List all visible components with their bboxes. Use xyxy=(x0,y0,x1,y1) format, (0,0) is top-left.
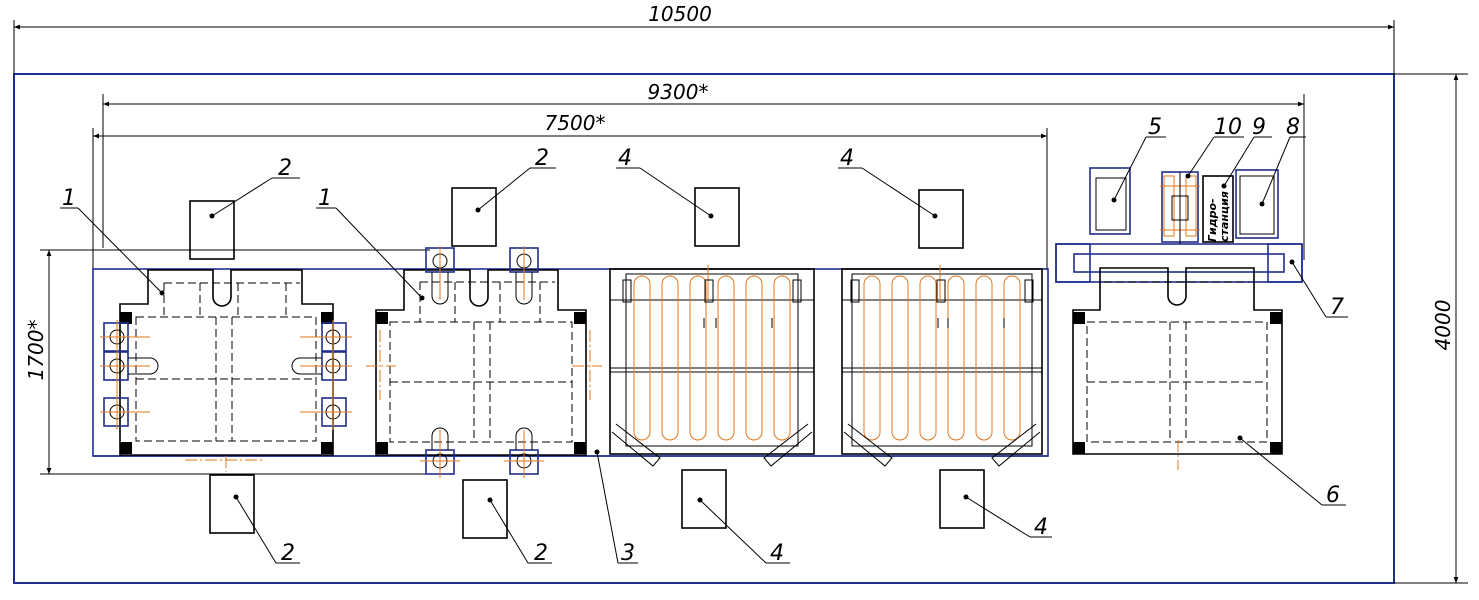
callout-labels: 2 2 4 4 1 1 2 2 3 4 4 5 10 9 8 7 6 xyxy=(62,115,1344,566)
unit-1-right xyxy=(366,246,602,478)
dimension-overall-width: 4000 xyxy=(1394,73,1468,584)
callout-3: 3 xyxy=(621,541,635,566)
dimension-height-left: 1700* xyxy=(24,249,430,475)
callout-7: 7 xyxy=(1330,295,1344,320)
dimension-text-9300: 9300* xyxy=(648,80,709,104)
callout-4-top-left: 4 xyxy=(618,146,632,171)
unit-10-device xyxy=(1160,171,1200,244)
hydro-station-label-2: станция xyxy=(1218,191,1231,242)
hydro-station-label-1: Гидро- xyxy=(1206,198,1219,242)
callout-2-top-left: 2 xyxy=(278,156,292,181)
workshop-outline xyxy=(13,73,1395,584)
callout-2-top-second: 2 xyxy=(535,146,549,171)
cabinets xyxy=(189,167,1279,539)
dimension-text-10500: 10500 xyxy=(648,2,712,26)
line-frame xyxy=(92,268,1049,457)
dimension-inner-length: 7500* xyxy=(92,111,1048,270)
dimension-text-7500: 7500* xyxy=(545,111,606,135)
callout-1-second: 1 xyxy=(318,186,332,211)
callout-4-bottom-right: 4 xyxy=(1034,515,1048,540)
callout-9: 9 xyxy=(1252,115,1266,140)
dimension-text-4000: 4000 xyxy=(1431,300,1455,351)
callout-6: 6 xyxy=(1326,483,1340,508)
unit-4-bath-right xyxy=(841,265,1043,467)
callout-4-bottom-left: 4 xyxy=(770,541,784,566)
unit-1-left xyxy=(100,269,352,472)
callout-4-top-right: 4 xyxy=(840,146,854,171)
unit-4-bath-left xyxy=(609,265,815,467)
dimension-text-1700: 1700* xyxy=(24,320,48,381)
callout-10: 10 xyxy=(1214,115,1242,140)
callout-2-bottom-second: 2 xyxy=(534,541,548,566)
unit-6-right xyxy=(1055,243,1303,470)
dimension-overall-length: 10500 xyxy=(13,2,1395,74)
callout-8: 8 xyxy=(1286,115,1300,140)
callout-1-left: 1 xyxy=(62,186,76,211)
leaders xyxy=(60,136,1348,564)
callout-5: 5 xyxy=(1148,115,1162,140)
callout-2-bottom-left: 2 xyxy=(281,541,295,566)
dimension-line-length: 9300* xyxy=(102,80,1305,260)
